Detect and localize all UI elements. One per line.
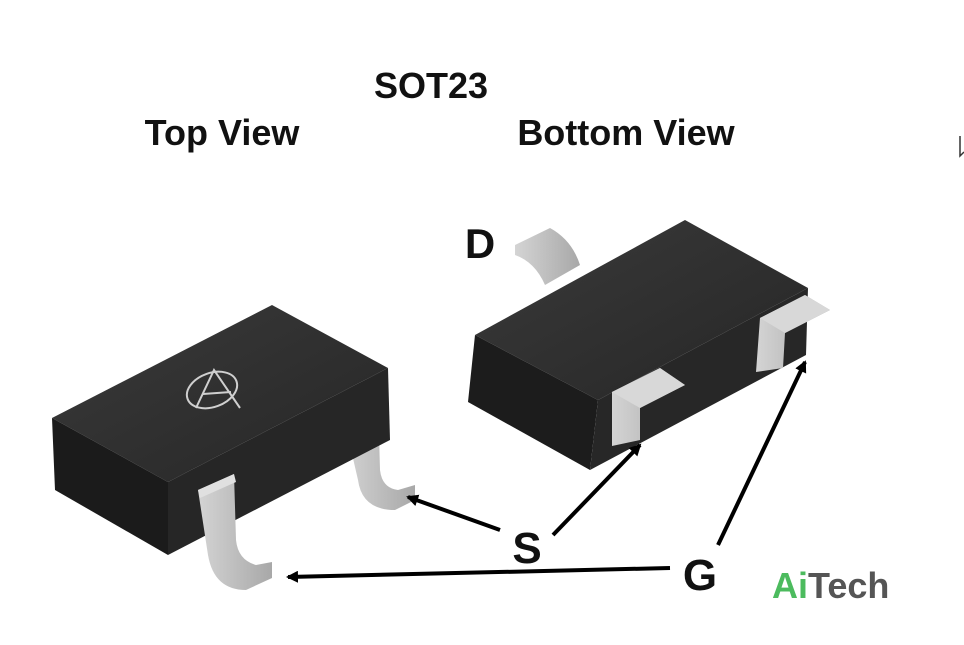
brand-suffix: Tech — [808, 565, 889, 606]
bottom-view-package — [468, 220, 830, 470]
brand-prefix: Ai — [772, 565, 808, 606]
drain-lead — [515, 228, 580, 285]
top-view-label: Top View — [145, 112, 301, 153]
top-view-lead-front — [198, 474, 272, 590]
top-view-body-front — [52, 418, 168, 555]
top-view-package — [52, 305, 415, 590]
source-arrow-top-view — [406, 494, 501, 532]
brand-logo: AiTech — [772, 565, 889, 606]
source-label: S — [512, 524, 541, 573]
gate-label: G — [683, 551, 717, 600]
cursor-icon — [959, 136, 964, 158]
manufacturer-logo — [185, 367, 241, 410]
package-title: SOT23 — [374, 65, 488, 106]
bottom-view-label: Bottom View — [517, 112, 735, 153]
pin-arrows — [286, 360, 807, 583]
gate-arrow-top-view — [286, 566, 671, 583]
drain-label: D — [465, 220, 495, 267]
bottom-view-body-top — [475, 220, 808, 400]
source-arrow-bottom-view — [551, 443, 642, 537]
gate-arrow-bottom-view — [716, 360, 807, 546]
bottom-view-body-front — [468, 335, 598, 470]
bottom-view-body-side — [590, 288, 808, 470]
